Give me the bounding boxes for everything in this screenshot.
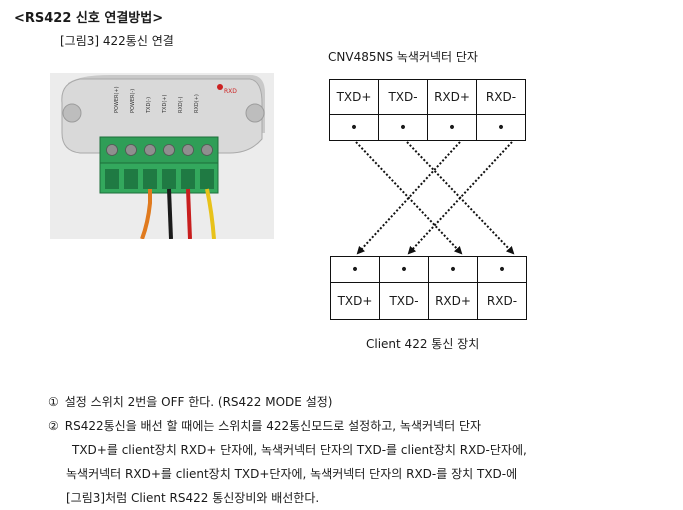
client-label-txd-plus: TXD+ [330,282,380,320]
led-label: RXD [224,88,237,95]
instruction-number: ② [48,419,59,433]
terminal-label-txd-plus: TXD+ [329,79,379,115]
client-terminal-table: • • • • TXD+ TXD- RXD+ RXD- [330,256,527,320]
device-photo: RXD POWER(+) POWER(-) TXD(-) TXD(+) RXD(… [50,73,274,239]
terminal-label-txd-minus: TXD- [378,79,428,115]
client-label-rxd-minus: RXD- [477,282,527,320]
terminal-point: • [329,114,379,141]
instruction-text: 설정 스위치 2번을 OFF 한다. (RS422 MODE 설정) [64,395,333,409]
wire-rxd-minus-to-txd-minus [407,141,513,255]
terminal-point: • [427,114,477,141]
wire-rxd-plus-to-txd-plus [356,141,461,255]
instruction-2: ② RS422통신을 배선 할 때에는 스위치를 422통신모드로 설정하고, 녹… [48,414,527,438]
instructions: ① 설정 스위치 2번을 OFF 한다. (RS422 MODE 설정) ② RS4… [48,390,527,510]
pin-label-5: RXD(+) [194,94,200,113]
converter-terminal-title: CNV485NS 녹색커넥터 단자 [328,50,478,64]
instruction-text: RS422통신을 배선 할 때에는 스위치를 422통신모드로 설정하고, 녹색… [64,419,482,433]
figure-caption: [그림3] 422통신 연결 [60,34,174,48]
section-heading: <RS422 신호 연결방법> [14,11,164,26]
terminal-point: • [330,256,380,283]
terminal-point: • [378,114,428,141]
converter-terminal-table: TXD+ TXD- RXD+ RXD- • • • • [329,79,526,141]
terminal-point: • [476,114,526,141]
client-label-txd-minus: TXD- [379,282,429,320]
terminal-point: • [477,256,527,283]
client-label-rxd-plus: RXD+ [428,282,478,320]
pin-label-3: TXD(+) [162,95,168,114]
pin-label-1: POWER(-) [130,89,136,113]
client-device-title: Client 422 통신 장치 [366,337,480,351]
wire-txd-plus-to-rxd-plus [355,141,463,255]
instruction-2-continued: TXD+를 client장치 RXD+ 단자에, 녹색커넥터 단자의 TXD-를… [72,443,527,457]
power-plus-pin-label: POWER(+) [114,86,120,113]
device-illustration: RXD POWER(+) POWER(-) TXD(-) TXD(+) RXD(… [50,73,274,239]
pin-label-2: TXD(-) [146,97,152,114]
pin-label-4: RXD(-) [178,96,184,113]
instruction-number: ① [48,395,59,409]
terminal-point: • [428,256,478,283]
instruction-2-continued: [그림3]처럼 Client RS422 통신장비와 배선한다. [66,491,320,505]
terminal-label-rxd-plus: RXD+ [427,79,477,115]
terminal-point: • [379,256,429,283]
wire-txd-minus-to-rxd-minus [406,141,515,255]
instruction-2-continued: 녹색커넥터 RXD+를 client장치 TXD+단자에, 녹색커넥터 단자의 … [66,467,518,481]
terminal-label-rxd-minus: RXD- [476,79,526,115]
instruction-1: ① 설정 스위치 2번을 OFF 한다. (RS422 MODE 설정) [48,390,527,414]
